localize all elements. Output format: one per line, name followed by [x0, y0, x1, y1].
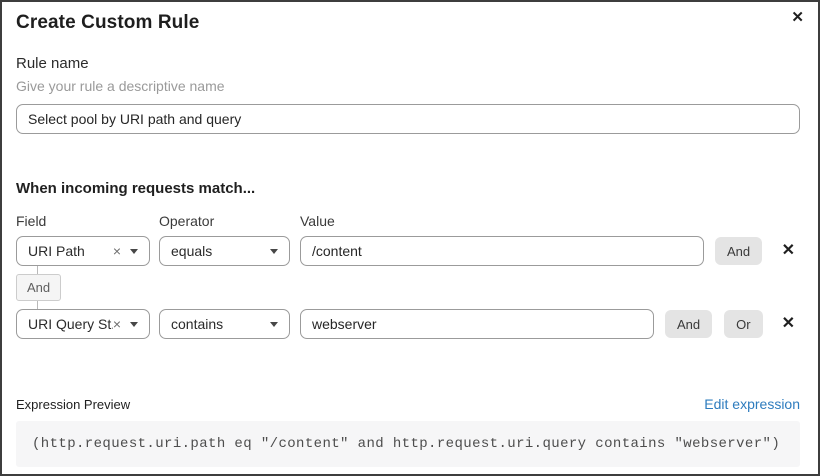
value-input[interactable]	[300, 309, 654, 339]
condition-row-2: URI Query St... × contains And Or ✕	[16, 309, 800, 339]
clear-selection-icon[interactable]: ×	[112, 316, 121, 332]
add-or-condition-button[interactable]: Or	[724, 310, 763, 338]
operator-select-value: equals	[171, 243, 213, 259]
delete-row-icon[interactable]: ✕	[781, 242, 795, 259]
field-select[interactable]: URI Path ×	[16, 236, 150, 266]
connector-line	[37, 301, 38, 309]
rule-name-label: Rule name	[16, 55, 89, 72]
delete-row-icon[interactable]: ✕	[781, 315, 795, 332]
add-and-condition-button[interactable]: And	[715, 237, 763, 265]
expression-header: Expression Preview Edit expression	[16, 396, 800, 412]
operator-select[interactable]: equals	[159, 236, 290, 266]
edit-expression-link[interactable]: Edit expression	[704, 396, 800, 412]
field-select-value: URI Path	[28, 243, 85, 259]
field-select-value: URI Query St...	[28, 316, 113, 332]
chevron-down-icon	[130, 248, 138, 254]
value-input[interactable]	[300, 236, 704, 266]
rule-name-input[interactable]	[16, 104, 800, 134]
column-labels: Field Operator Value	[16, 213, 798, 229]
operator-select-value: contains	[171, 316, 224, 332]
condition-row-1: URI Path × equals And ✕	[16, 236, 800, 266]
operator-column-label: Operator	[159, 213, 215, 229]
add-and-condition-button[interactable]: And	[665, 310, 713, 338]
field-column-label: Field	[16, 213, 47, 229]
rule-name-hint: Give your rule a descriptive name	[16, 78, 225, 94]
close-icon[interactable]: ✕	[791, 9, 804, 26]
expression-code-block: (http.request.uri.path eq "/content" and…	[16, 421, 800, 467]
expression-preview-label: Expression Preview	[16, 396, 131, 412]
and-connector-badge[interactable]: And	[16, 274, 62, 301]
chevron-down-icon	[270, 321, 278, 327]
connector-line	[37, 266, 38, 274]
chevron-down-icon	[270, 248, 278, 254]
modal-title: Create Custom Rule	[16, 12, 200, 33]
match-heading: When incoming requests match...	[16, 180, 256, 197]
operator-select[interactable]: contains	[159, 309, 290, 339]
value-column-label: Value	[300, 213, 335, 229]
field-select[interactable]: URI Query St... ×	[16, 309, 150, 339]
clear-selection-icon[interactable]: ×	[112, 243, 121, 259]
chevron-down-icon	[130, 321, 138, 327]
